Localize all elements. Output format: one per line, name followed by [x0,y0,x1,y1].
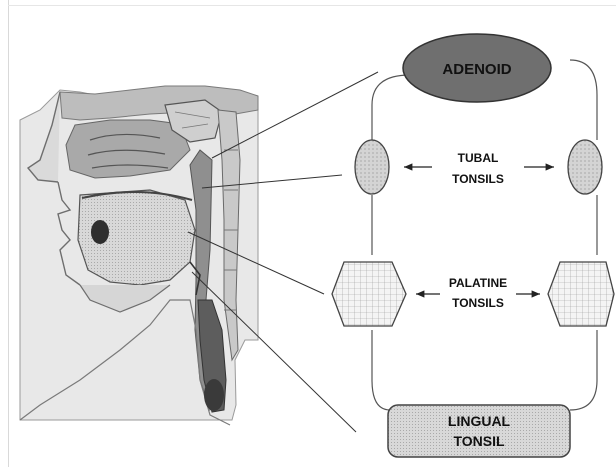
tubal-tonsils-node: TUBAL TONSILS [355,140,602,194]
tubal-tonsil-right [568,140,602,194]
adenoid-node: ADENOID [403,34,551,102]
lingual-label-line2: TONSIL [453,433,505,449]
palatine-tonsils-node: PALATINE TONSILS [332,262,614,326]
tubal-tonsil-left [355,140,389,194]
tubal-label-line2: TONSILS [452,172,504,186]
lingual-tonsil-node: LINGUAL TONSIL [388,405,570,457]
head-sagittal-illustration [20,86,258,425]
lingual-label-line1: LINGUAL [448,413,511,429]
adenoid-label: ADENOID [442,61,511,78]
palatine-label-line2: TONSILS [452,296,504,310]
ring-connector [372,60,597,410]
palatine-tonsil-right [548,262,614,326]
tubal-label-line1: TUBAL [458,151,499,165]
palatine-label-line1: PALATINE [449,276,507,290]
palatine-tonsil-left [332,262,406,326]
